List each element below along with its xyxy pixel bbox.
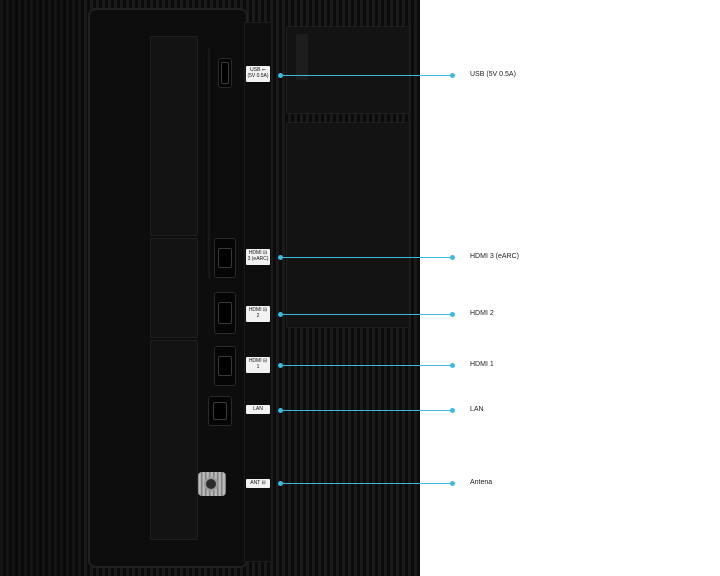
hdmi2-panel-label: HDMI ⊟ 2 [246,306,270,322]
bay-block-3 [150,340,198,540]
hdmi1-panel-label: HDMI ⊟ 1 [246,357,270,373]
callout-hdmi1-label: HDMI 1 [470,361,494,368]
antenna-panel-label: ANT ⊟ [246,479,270,488]
lan-port[interactable] [208,396,232,426]
back-block-upper [286,122,410,328]
bay-block-1 [150,36,198,236]
tv-rear-panel: USB ⭠ (5V 0.5A) HDMI ⊟ 3 (eARC) HDMI ⊟ 2… [0,0,420,576]
usb-port[interactable] [218,58,232,88]
tv-left-edge [0,0,82,576]
callout-usb-label: USB (5V 0.5A) [470,71,516,78]
callout-antenna-label: Antena [470,479,493,486]
callout-hdmi2-label: HDMI 2 [470,310,494,317]
hdmi-logo-plate [296,34,308,80]
antenna-pin [206,479,216,489]
hdmi1-port[interactable] [214,346,236,386]
antenna-connector[interactable] [198,472,226,496]
hdmi2-port[interactable] [214,292,236,334]
bay-block-2 [150,238,198,338]
hdmi3-port[interactable] [214,238,236,278]
callout-lan-label: LAN [470,406,484,413]
port-label-strip [244,22,272,562]
hdmi3-panel-label: HDMI ⊟ 3 (eARC) [246,249,270,265]
callout-hdmi3-label: HDMI 3 (eARC) [470,253,520,260]
lan-panel-label: LAN [246,405,270,414]
internal-cable [206,48,212,278]
usb-panel-label: USB ⭠ (5V 0.5A) [246,66,270,82]
